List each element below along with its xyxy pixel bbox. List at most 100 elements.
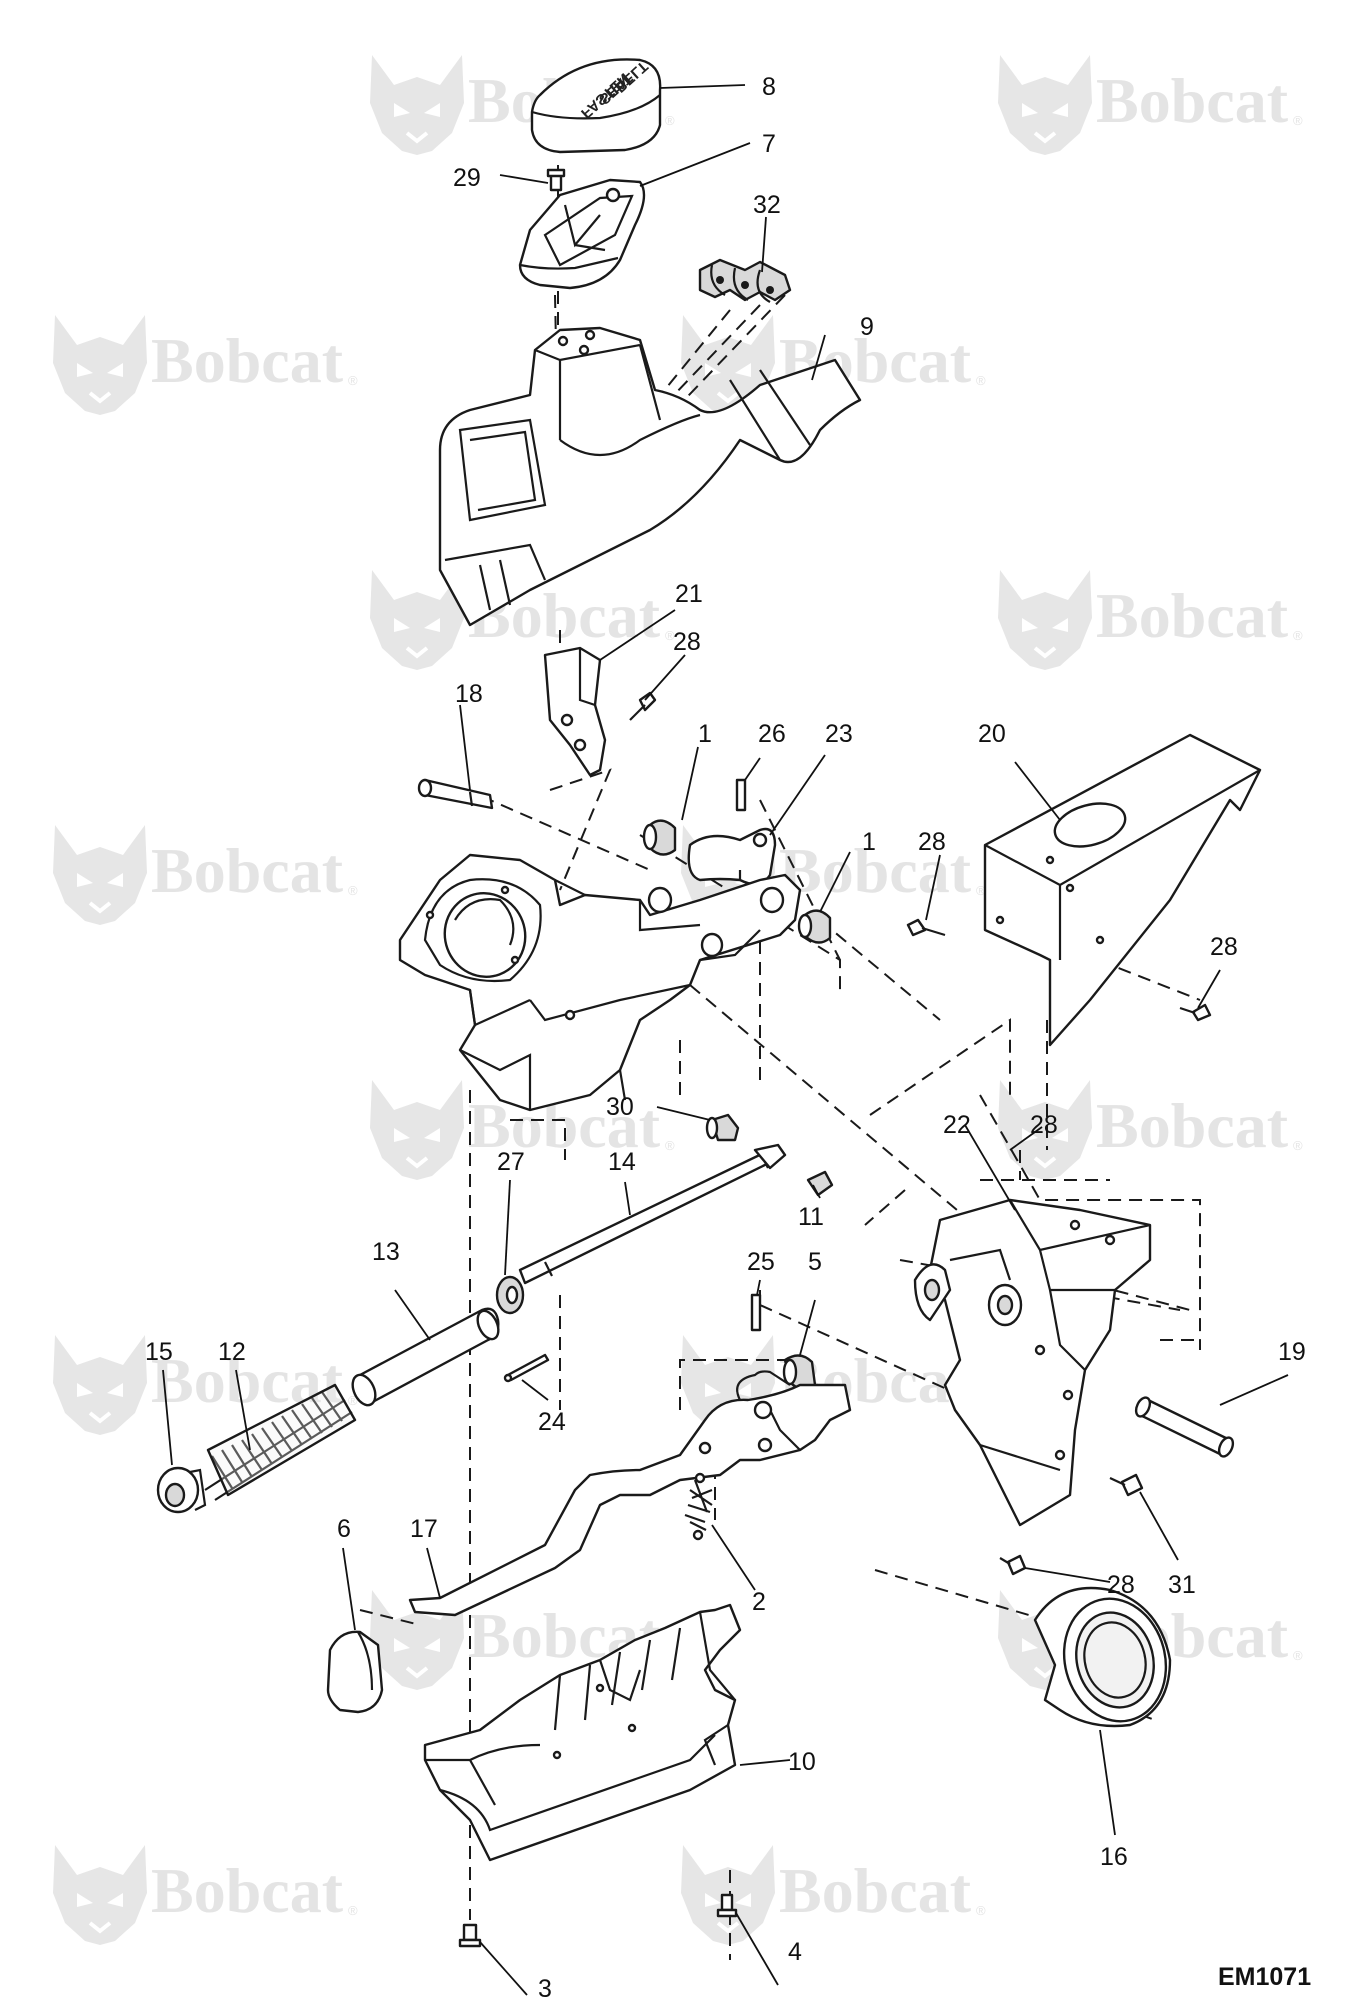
- watermark-registered: ®: [976, 373, 986, 388]
- watermark-logo: [51, 313, 149, 417]
- callout-28: 28: [1030, 1111, 1058, 1139]
- part-19-pin: [1134, 1396, 1235, 1458]
- part-15-cap: [156, 1466, 207, 1514]
- part-11-bushing: [806, 1170, 834, 1197]
- callout-5: 5: [808, 1248, 822, 1276]
- watermark-registered: ®: [665, 628, 675, 643]
- callout-15: 15: [145, 1338, 173, 1366]
- callout-20: 20: [978, 720, 1006, 748]
- part-29-screw: [546, 168, 566, 192]
- watermark-logo: [51, 1843, 149, 1947]
- watermark-registered: ®: [348, 1393, 358, 1408]
- watermark-logo: [51, 823, 149, 927]
- callout-28: 28: [1210, 933, 1238, 961]
- part-8-knob: FASTEN SEAT BELT: [530, 58, 662, 154]
- callout-9: 9: [860, 313, 874, 341]
- watermark-logo: [996, 568, 1094, 672]
- callout-28: 28: [1107, 1571, 1135, 1599]
- watermark-text: Bobcat: [151, 325, 344, 396]
- part-7-knob-base: [518, 178, 646, 290]
- watermark-registered: ®: [1293, 113, 1303, 128]
- watermark-text: Bobcat: [779, 1855, 972, 1926]
- callout-1: 1: [862, 828, 876, 856]
- callout-6: 6: [337, 1515, 351, 1543]
- part-28-screw: [999, 1554, 1027, 1576]
- watermark-logo: [368, 53, 466, 157]
- part-31-screw: [1109, 1473, 1144, 1497]
- callout-29: 29: [453, 164, 481, 192]
- watermark-registered: ®: [348, 373, 358, 388]
- part-23-pivot-link: [687, 827, 777, 886]
- callout-7: 7: [762, 130, 776, 158]
- watermark-text: Bobcat: [1096, 65, 1289, 136]
- callout-25: 25: [747, 1248, 775, 1276]
- callout-26: 26: [758, 720, 786, 748]
- callout-18: 18: [455, 680, 483, 708]
- watermark-registered: ®: [665, 1138, 675, 1153]
- watermark-registered: ®: [1293, 628, 1303, 643]
- part-4-screw: [716, 1893, 738, 1918]
- callout-13: 13: [372, 1238, 400, 1266]
- part-25-roll-pin: [750, 1293, 762, 1332]
- pedal-housing-bracket: [398, 853, 802, 1112]
- callout-30: 30: [606, 1093, 634, 1121]
- watermark-logo: [51, 1333, 149, 1437]
- watermark-registered: ®: [1293, 1138, 1303, 1153]
- callout-21: 21: [675, 580, 703, 608]
- part-28-screw: [1179, 1003, 1212, 1022]
- callout-4: 4: [788, 1938, 802, 1966]
- part-28-screw: [906, 918, 946, 937]
- callout-17: 17: [410, 1515, 438, 1543]
- part-22-pedal-mount: [913, 1198, 1152, 1527]
- part-1-bushing: [797, 909, 832, 944]
- part-20-cover-plate: [983, 733, 1262, 1047]
- callout-23: 23: [825, 720, 853, 748]
- callout-11: 11: [798, 1203, 824, 1231]
- watermark-logo: [996, 53, 1094, 157]
- watermark-text: Bobcat: [1096, 580, 1289, 651]
- callout-22: 22: [943, 1111, 971, 1139]
- callout-labels: 8 7 29 32 9 21 28 18 1 26 23 20 1 28 28 …: [145, 73, 1306, 2003]
- callout-31: 31: [1168, 1571, 1196, 1599]
- part-28-screw: [629, 691, 657, 721]
- part-2-spring: [684, 1472, 713, 1541]
- callout-19: 19: [1278, 1338, 1306, 1366]
- part-3-screw: [458, 1923, 482, 1948]
- callout-1: 1: [698, 720, 712, 748]
- watermark-registered: ®: [1293, 1648, 1303, 1663]
- watermark-registered: ®: [665, 113, 675, 128]
- part-27-washer: [495, 1275, 525, 1315]
- part-17-pedal-arm: [408, 1370, 852, 1617]
- watermark-text: Bobcat: [151, 1345, 344, 1416]
- callout-16: 16: [1100, 1843, 1128, 1871]
- callout-14: 14: [608, 1148, 636, 1176]
- watermark-registered: ®: [976, 883, 986, 898]
- part-16-grommet: [1033, 1586, 1172, 1728]
- watermark-logo: [368, 1078, 466, 1182]
- part-14-shaft: [518, 1143, 787, 1285]
- watermark-registered: ®: [348, 883, 358, 898]
- part-26-roll-pin: [735, 778, 747, 812]
- watermark-text: Bobcat: [1096, 1090, 1289, 1161]
- callout-leaders: [162, 84, 1289, 1996]
- callout-28: 28: [918, 828, 946, 856]
- part-9-console-cover: [438, 326, 862, 627]
- callout-27: 27: [497, 1148, 525, 1176]
- callout-24: 24: [538, 1408, 566, 1436]
- part-12-spring: [204, 1383, 357, 1501]
- diagram-reference-code: EM1071: [1218, 1963, 1311, 1991]
- part-10-tray: [423, 1603, 742, 1862]
- part-13-tube: [351, 1307, 500, 1407]
- part-1-bushing: [642, 819, 677, 856]
- callout-2: 2: [752, 1588, 766, 1616]
- part-6-pedal-pad: [326, 1630, 384, 1714]
- part-21-bracket: [543, 646, 607, 777]
- watermark-text: Bobcat: [151, 1855, 344, 1926]
- callout-3: 3: [538, 1975, 552, 2000]
- watermark-text: Bobcat: [779, 835, 972, 906]
- callout-12: 12: [218, 1338, 246, 1366]
- part-32-spring-clip: [698, 258, 792, 303]
- callout-10: 10: [788, 1748, 816, 1776]
- watermark-registered: ®: [976, 1903, 986, 1918]
